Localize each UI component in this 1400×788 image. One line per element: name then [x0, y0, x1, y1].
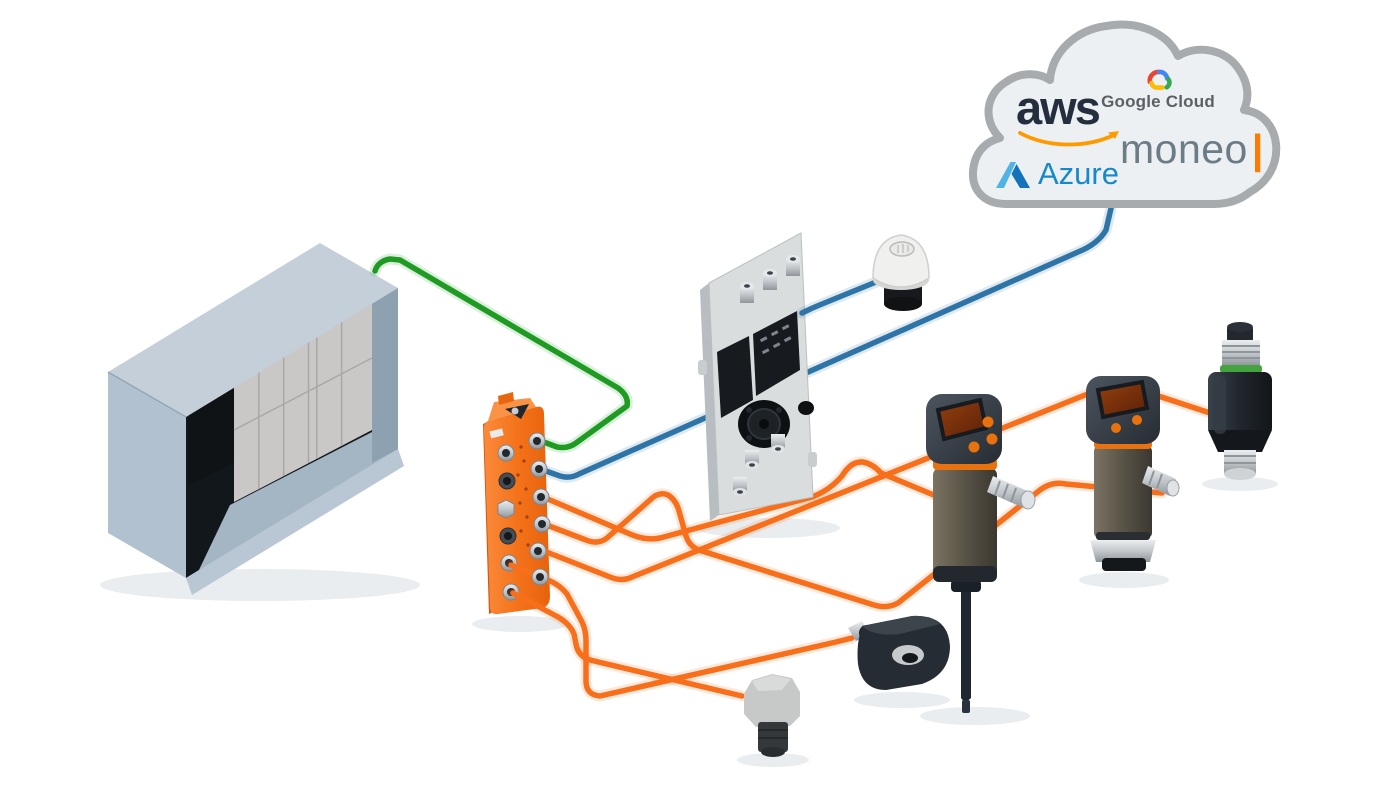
cable-gateway-to-antenna — [802, 282, 876, 313]
master-status-leds — [516, 445, 530, 547]
ifm-emblem — [889, 241, 915, 257]
cable-master-to-cloud — [543, 204, 1112, 477]
gateway-bottom-ports — [733, 434, 785, 496]
pressure-sensor-connector — [1142, 466, 1180, 497]
pressure-sensor-icon — [1086, 376, 1180, 571]
cylindrical-sensor-icon — [1208, 322, 1272, 480]
probe-sensor-icon — [926, 394, 1036, 713]
cloud-shape — [968, 20, 1281, 208]
sensor-buttons — [968, 416, 998, 453]
plc-cabinet-icon — [107, 243, 404, 595]
eyelet-sensor-icon — [848, 615, 950, 690]
sensor-buttons — [1111, 415, 1142, 433]
edge-gateway-icon — [698, 232, 817, 521]
gateway-led-indicators — [759, 324, 792, 355]
master-ports-left — [497, 444, 520, 601]
sensor-head-icon — [744, 674, 800, 757]
gateway-top-ports — [740, 255, 800, 303]
io-link-master-icon — [483, 392, 550, 615]
antenna-dome-icon — [872, 234, 930, 311]
probe-sensor-connector — [987, 476, 1036, 510]
